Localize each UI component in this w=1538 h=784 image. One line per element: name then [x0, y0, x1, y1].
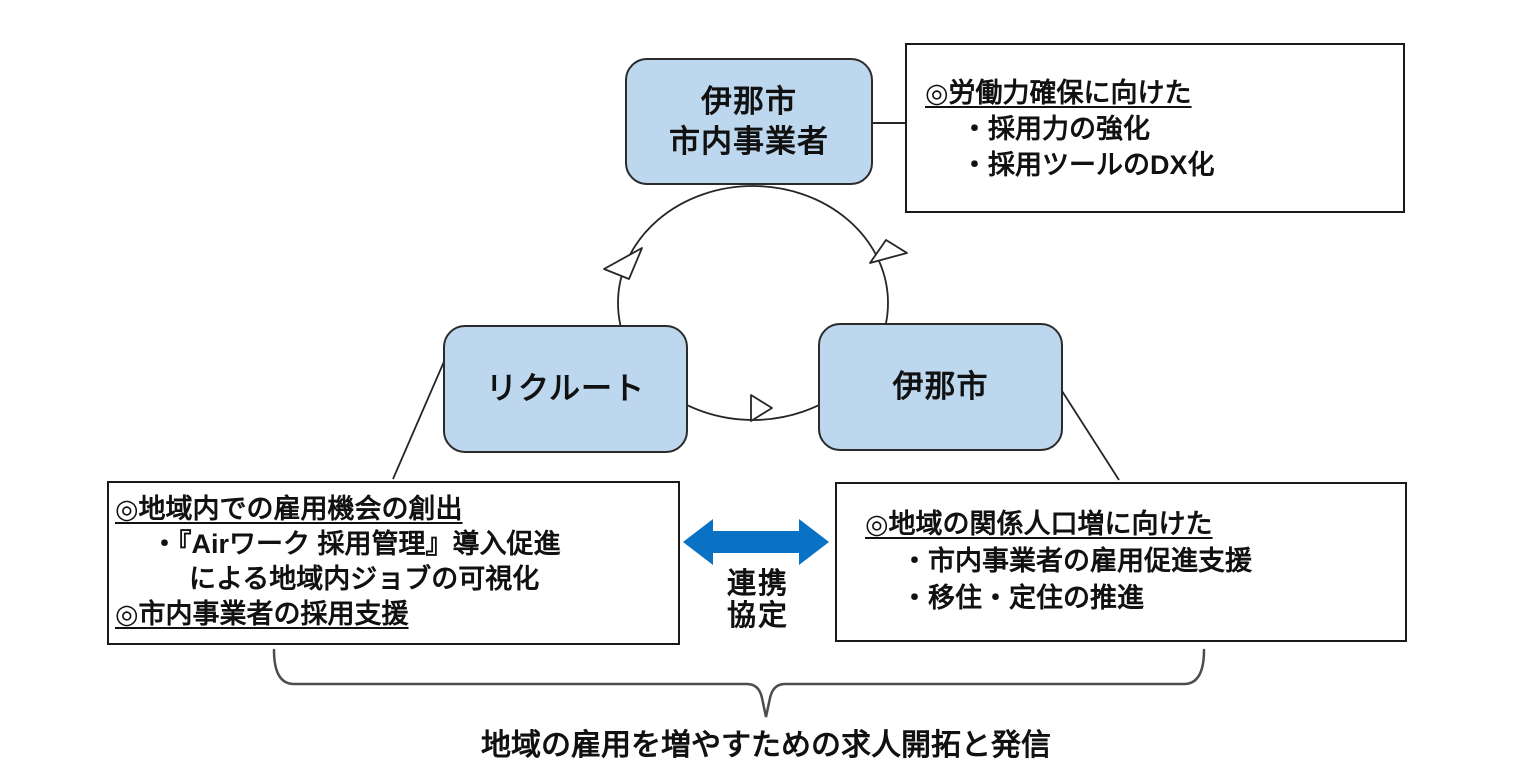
callout-heading: ◎地域の関係人口増に向けた	[865, 509, 1213, 539]
diagram-caption: 地域の雇用を増やすための求人開拓と発信	[481, 729, 1051, 762]
callout-bullet-continuation: による地域内ジョブの可視化	[189, 564, 540, 594]
connector-city-callout	[1061, 390, 1120, 481]
callout-workforce: ◎労働力確保に向けた ・採用力の強化 ・採用ツールのDX化	[905, 43, 1405, 213]
partnership-agreement-label: 連携 協定	[700, 568, 816, 632]
node-label-line: 伊那市	[701, 83, 797, 119]
callout-bullet: ・採用ツールのDX化	[961, 150, 1215, 180]
partnership-double-arrow-icon	[683, 519, 829, 565]
partnership-label-line: 協定	[726, 600, 789, 632]
callout-bullet: ・市内事業者の雇用促進支援	[901, 546, 1252, 576]
callout-recruit-initiatives: ◎地域内での雇用機会の創出 ・『Airワーク 採用管理』導入促進 による地域内ジ…	[107, 481, 680, 645]
cycle-arrowhead-left-icon	[603, 247, 643, 280]
node-label-line: リクルート	[485, 371, 646, 406]
callout-heading: ◎労働力確保に向けた	[925, 78, 1192, 108]
node-recruit: リクルート	[443, 325, 688, 453]
node-ina-city-businesses: 伊那市 市内事業者	[625, 58, 873, 185]
callout-bullet: ・『Airワーク 採用管理』導入促進	[151, 529, 561, 559]
caption-brace-icon	[272, 648, 1206, 718]
cycle-arrowhead-bottom-icon	[750, 394, 773, 422]
callout-bullet: ・移住・定住の推進	[901, 583, 1144, 613]
partnership-label-line: 連携	[726, 568, 789, 600]
callout-heading: ◎市内事業者の採用支援	[115, 599, 409, 629]
node-label-line: 市内事業者	[669, 123, 829, 159]
callout-bullet: ・採用力の強化	[961, 114, 1150, 144]
cycle-arrowhead-right-icon	[869, 239, 908, 264]
callout-heading: ◎地域内での雇用機会の創出	[115, 494, 463, 524]
callout-city-initiatives: ◎地域の関係人口増に向けた ・市内事業者の雇用促進支援 ・移住・定住の推進	[835, 482, 1407, 642]
node-label-line: 伊那市	[892, 369, 989, 404]
node-ina-city: 伊那市	[818, 323, 1063, 451]
connector-recruit-callout	[392, 356, 447, 480]
